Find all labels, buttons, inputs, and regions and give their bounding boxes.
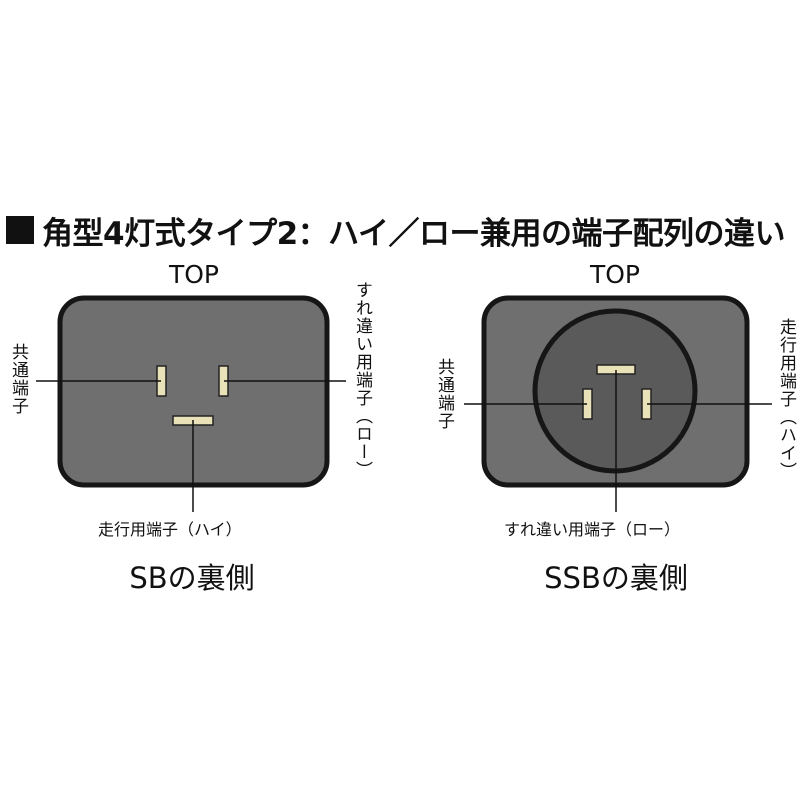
square-bullet-icon — [6, 216, 34, 244]
sb-caption: SBの裏側 — [129, 561, 255, 595]
sb-passing-terminal-label: すれ違い用端子（ロー） — [352, 281, 372, 479]
ssb-socket-circle — [532, 308, 698, 474]
ssb-caption: SSBの裏側 — [544, 561, 688, 595]
sb-top-label: TOP — [168, 260, 220, 289]
ssb-driving-terminal-label: 走行用端子（ハイ） — [776, 318, 796, 480]
ssb-common-terminal-label: 共通端子 — [434, 358, 454, 430]
sb-driving-terminal-label: 走行用端子（ハイ） — [98, 520, 242, 539]
ssb-top-label: TOP — [589, 260, 641, 289]
diagram-heading: 角型4灯式タイプ2：ハイ／ロー兼用の端子配列の違い — [6, 206, 800, 254]
sb-common-terminal-label: 共通端子 — [8, 343, 28, 415]
ssb-passing-terminal-label: すれ違い用端子（ロー） — [504, 520, 681, 539]
heading-text: 角型4灯式タイプ2：ハイ／ロー兼用の端子配列の違い — [42, 215, 786, 252]
